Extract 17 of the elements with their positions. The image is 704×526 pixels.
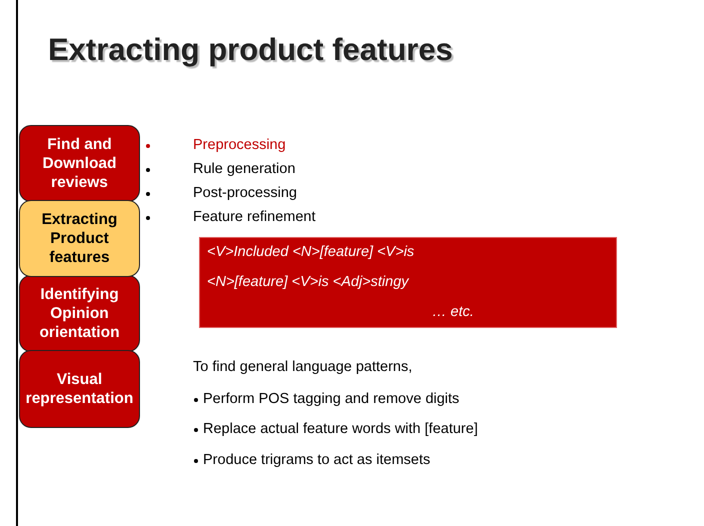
list-item: Preprocessing	[193, 137, 286, 153]
intro-text: To find general language patterns,	[193, 359, 412, 375]
list-item: Perform POS tagging and remove digits	[203, 391, 460, 407]
step-box: Extracting Product features	[19, 200, 140, 277]
list-item: Rule generation	[193, 161, 296, 177]
list-item: Replace actual feature words with [feature]	[203, 421, 478, 437]
pattern-text: … etc.	[432, 304, 474, 320]
step-box: Identifying Opinion orientation	[19, 275, 140, 352]
step-box: Find and Download reviews	[19, 125, 140, 202]
list-item: Feature refinement	[193, 209, 316, 225]
list-item: Post-processing	[193, 185, 297, 201]
step-box: Visual representation	[19, 350, 140, 428]
pattern-text: <V>Included <N>[feature] <V>is	[207, 244, 414, 260]
list-item: Produce trigrams to act as itemsets	[203, 452, 430, 468]
pattern-panel	[199, 237, 617, 328]
slide-title: Extracting product features	[48, 32, 453, 68]
pattern-text: <N>[feature] <V>is <Adj>stingy	[207, 274, 409, 290]
